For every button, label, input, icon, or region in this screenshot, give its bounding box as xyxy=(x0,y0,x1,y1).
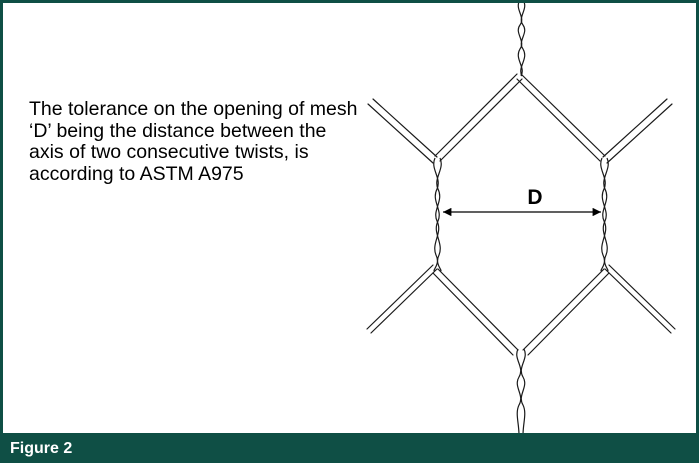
hexagonal-mesh-diagram xyxy=(366,3,676,433)
twist-left xyxy=(433,157,442,272)
twist-right xyxy=(600,157,609,272)
mesh-wires-upper xyxy=(367,73,673,164)
dimension-label-d: D xyxy=(527,186,543,209)
twist-top xyxy=(517,3,526,77)
figure-description: The tolerance on the opening of mesh ‘D’… xyxy=(29,98,358,185)
figure-caption: Figure 2 xyxy=(10,440,73,457)
caption-bar: Figure 2 xyxy=(0,433,699,463)
mesh-wires-lower xyxy=(366,264,676,356)
twist-bottom xyxy=(516,348,526,433)
